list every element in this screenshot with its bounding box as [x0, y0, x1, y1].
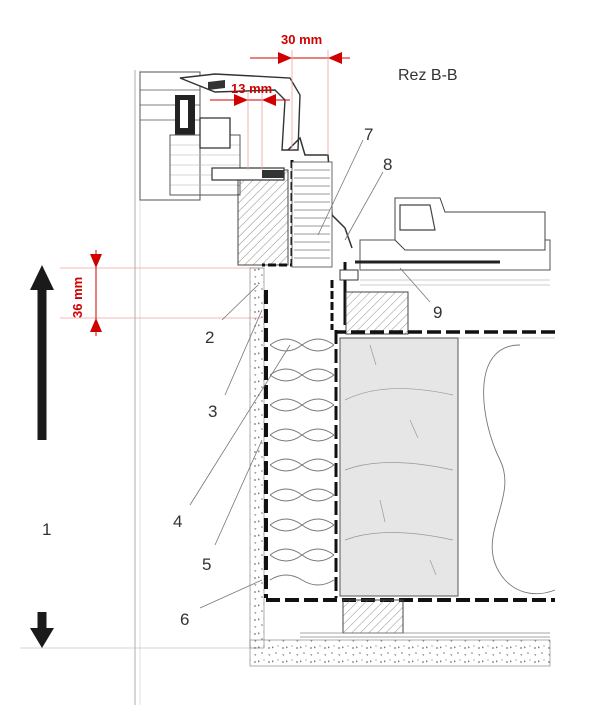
callout-4: 4: [173, 512, 182, 531]
dimension-30mm-label: 30 mm: [281, 32, 322, 47]
section-title: Rez B-B: [398, 67, 458, 84]
callout-5: 5: [202, 555, 211, 574]
callout-2: 2: [205, 328, 214, 347]
callout-3: 3: [208, 402, 217, 421]
callout-1: 1: [42, 520, 51, 539]
lintel-beam: [345, 291, 409, 335]
callout-7: 7: [364, 125, 373, 144]
dimension-13mm: [210, 92, 290, 170]
callout-9: 9: [433, 303, 442, 322]
masonry-wall: [339, 337, 459, 597]
interior-sill: [339, 197, 551, 325]
render-layer: [249, 267, 551, 667]
callout-leaders: [189, 139, 431, 609]
dimension-36mm: [90, 250, 102, 336]
height-arrow: [30, 265, 54, 648]
callout-8: 8: [383, 155, 392, 174]
membrane-top: [330, 280, 555, 334]
sill-block: [211, 167, 289, 266]
dimension-36mm-label: 36 mm: [70, 277, 85, 318]
dimension-13mm-label: 13 mm: [231, 81, 272, 96]
interior-space-outline: [458, 337, 556, 595]
floor-beam: [300, 599, 550, 638]
callout-6: 6: [180, 610, 189, 629]
insulation-board: [291, 161, 333, 268]
thermal-insulation: [268, 330, 336, 592]
dimension-30mm: [250, 50, 350, 155]
membrane-vertical: [264, 290, 555, 602]
window-frame: [139, 71, 301, 201]
